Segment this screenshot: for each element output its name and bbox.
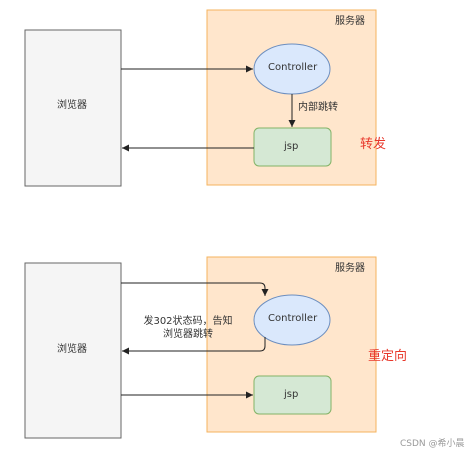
forward-internal-jump-label: 内部跳转 — [298, 102, 338, 113]
forward-jsp-label: jsp — [284, 141, 299, 152]
redirect-302-status-label: 发302状态码，告知 浏览器跳转 — [133, 316, 243, 341]
forward-controller-label: Controller — [268, 62, 318, 73]
forward-mode-label: 转发 — [360, 137, 387, 152]
forward-browser-box — [24, 29, 122, 187]
redirect-server-label: 服务器 — [335, 263, 365, 274]
forward-browser-label: 浏览器 — [57, 100, 87, 111]
redirect-302-response-arrow — [122, 337, 266, 355]
redirect-browser-box — [24, 262, 122, 439]
csdn-watermark: CSDN @希小晨 — [400, 439, 465, 449]
redirect-jsp-label: jsp — [284, 389, 299, 400]
redirect-302-status-line2: 浏览器跳转 — [163, 328, 213, 340]
redirect-browser-label: 浏览器 — [57, 344, 87, 355]
redirect-jsp-node — [253, 375, 332, 415]
redirect-302-status-line1: 发302状态码，告知 — [143, 316, 233, 327]
redirect-controller-label: Controller — [268, 313, 318, 324]
redirect-mode-label: 重定向 — [368, 349, 408, 364]
redirect-controller-node — [253, 294, 331, 346]
forward-jsp-node — [253, 127, 332, 167]
forward-server-label: 服务器 — [335, 16, 365, 27]
redirect-request-arrow — [121, 282, 269, 296]
